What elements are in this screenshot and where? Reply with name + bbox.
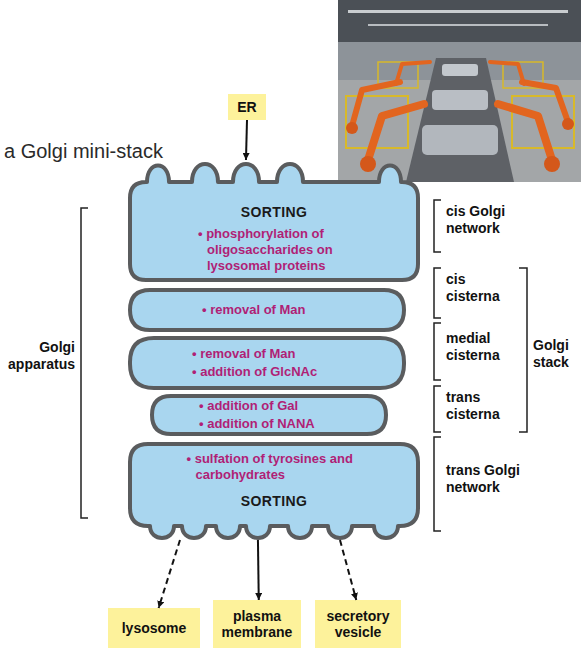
region-bracket	[519, 268, 527, 432]
golgi-network: SORTING • phosphorylation of oligosacchar…	[128, 160, 420, 284]
process-step: • sulfation of tyrosines and carbohydrat…	[187, 451, 362, 483]
box-label: secretory vesicle	[318, 608, 398, 640]
robot-arm	[522, 82, 568, 122]
robot-arm	[368, 104, 424, 160]
organelle-box: ER	[228, 94, 266, 120]
process-step: • addition of NANA	[199, 416, 339, 432]
region-label: Golgi stack	[533, 337, 579, 371]
cisterna-shape	[152, 396, 386, 434]
robot-arm	[396, 62, 430, 84]
cisterna-shape	[130, 444, 418, 538]
photo-car	[432, 90, 488, 110]
golgi-network: • sulfation of tyrosines and carbohydrat…	[128, 440, 420, 540]
transport-arrow	[159, 540, 180, 608]
golgi-cisterna: • addition of Gal • addition of NANA	[150, 394, 388, 436]
cisterna-shape	[130, 164, 418, 280]
region-label: trans Golgi network	[446, 462, 534, 496]
process-step: • phosphorylation of oligosaccharides on…	[198, 226, 350, 274]
box-label: plasma membrane	[217, 608, 297, 640]
stage-heading: SORTING	[241, 493, 308, 509]
robot-arm	[352, 82, 400, 126]
box-label: ER	[237, 99, 256, 115]
region-label: cis cisterna	[446, 271, 508, 305]
robot-arm	[498, 104, 552, 160]
region-bracket	[434, 437, 441, 531]
robot-base	[346, 122, 358, 134]
photo-car	[422, 125, 498, 155]
process-step: • removal of Man	[192, 346, 342, 362]
transport-arrow	[340, 540, 356, 600]
photo-ceiling	[338, 0, 581, 42]
region-label: medial cisterna	[446, 330, 508, 364]
golgi-cisterna: • removal of Man • addition of GlcNAc	[128, 336, 406, 390]
process-step: • addition of GlcNAc	[192, 364, 342, 380]
region-label: Golgi apparatus	[0, 339, 75, 373]
photo-conveyor	[406, 58, 514, 182]
robot-base	[562, 118, 574, 130]
region-label: cis Golgi network	[446, 203, 534, 237]
region-bracket	[434, 323, 441, 380]
photo-car	[442, 64, 478, 76]
region-bracket	[434, 268, 441, 318]
robot-base	[544, 156, 560, 172]
cisterna-shape	[130, 338, 404, 388]
photo-light	[348, 10, 568, 13]
process-step: • removal of Man	[202, 302, 332, 318]
region-bracket	[434, 386, 441, 432]
figure-title: a Golgi mini-stack	[4, 139, 214, 163]
cisterna-shape	[130, 290, 404, 330]
golgi-cisterna: • removal of Man	[128, 288, 406, 332]
process-step: • addition of Gal	[199, 398, 339, 414]
stage-heading: SORTING	[241, 204, 308, 220]
destination-box: plasma membrane	[213, 600, 301, 648]
region-bracket	[434, 200, 441, 252]
robot-base	[360, 156, 376, 172]
box-label: lysosome	[122, 620, 187, 636]
destination-box: lysosome	[108, 608, 200, 648]
cisterna-outline	[128, 336, 406, 390]
region-label: trans cisterna	[446, 389, 508, 423]
photo-background	[338, 0, 581, 182]
robot-arm	[490, 62, 524, 84]
photo-light	[368, 24, 548, 26]
destination-box: secretory vesicle	[315, 600, 401, 648]
transport-arrow	[257, 540, 260, 600]
factory-photo	[338, 0, 581, 182]
region-bracket	[81, 208, 88, 518]
transport-arrow	[246, 120, 247, 160]
